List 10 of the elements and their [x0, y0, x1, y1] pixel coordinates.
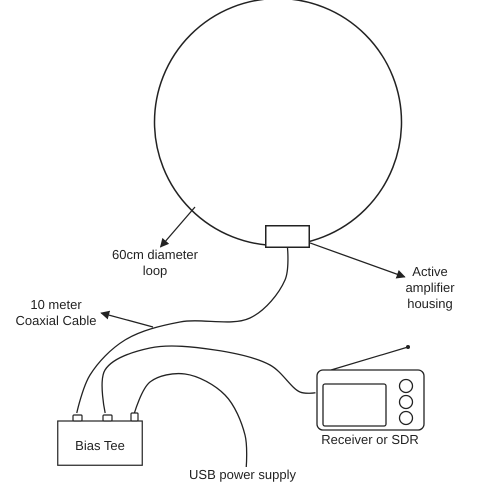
cable-line: [101, 345, 316, 414]
callout-label: 10 meter Coaxial Cable: [14, 297, 98, 329]
device-caption: Receiver or SDR: [320, 432, 420, 448]
callout-label: USB power supply: [188, 467, 297, 483]
leader-line: [160, 206, 196, 248]
callout-label: 60cm diameter loop: [111, 247, 199, 279]
device-label: Bias Tee: [74, 438, 126, 454]
callout-label: Active amplifier housing: [404, 264, 456, 312]
leader-line: [310, 242, 406, 278]
leader-line: [100, 310, 154, 328]
